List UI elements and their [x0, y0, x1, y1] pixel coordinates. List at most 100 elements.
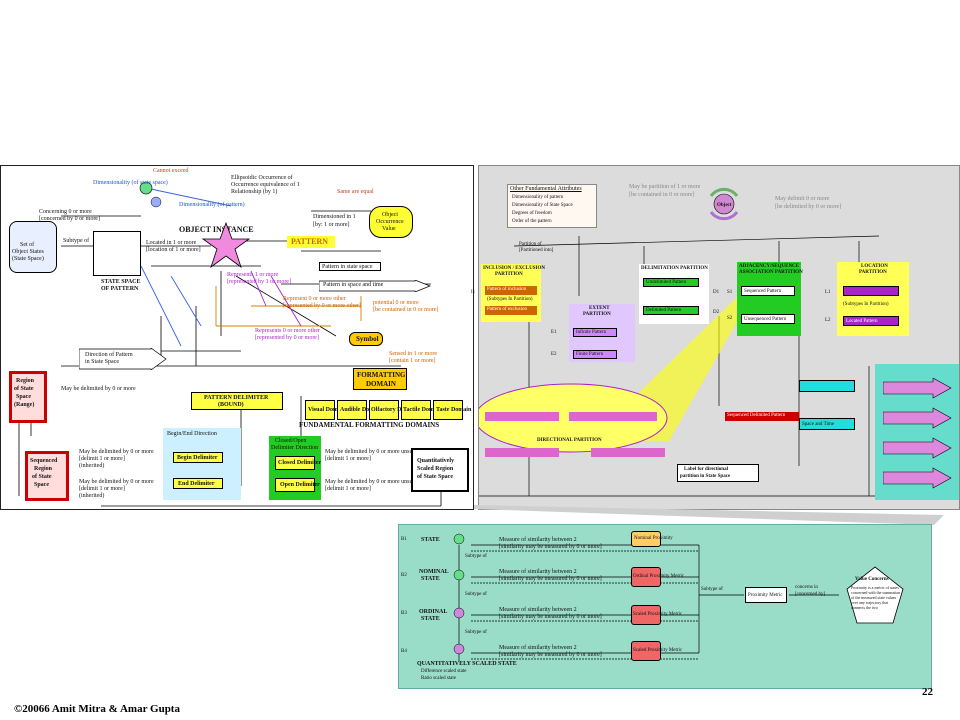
- ellipsoid-label-c: Relationship (by 1): [231, 189, 278, 195]
- formatting-domain-box: FORMATTING DOMAIN: [353, 368, 407, 390]
- scaled-proximity-box-1: Scaled Proximity Metric: [631, 605, 682, 625]
- extent-a-label: EXTENT: [589, 306, 610, 311]
- tag-b3: B3: [401, 611, 407, 616]
- concerning-label: Concerning 0 or more: [39, 209, 92, 215]
- fundamental-domains-label: FUNDAMENTAL FORMATTING DOMAINS: [299, 421, 440, 429]
- bottom-funnel: [474, 505, 944, 525]
- tag-s1: S1: [727, 290, 733, 295]
- ratio-scaled-label: Ratio scaled state: [421, 676, 456, 681]
- sequenced-delimited-box: Sequenced Delimited Pattern: [725, 412, 799, 421]
- measure-a-4: Measure of similarity between 2: [499, 645, 577, 651]
- tag-e1: E1: [551, 330, 557, 335]
- scaled-proximity-box-2: Scaled Proximity Metric: [631, 641, 682, 661]
- sequenced-b: Region: [34, 466, 52, 472]
- other-attr-item: Degrees of freedom: [512, 211, 552, 216]
- subtypes-in-partition-label-2: (Subtypes In Partition): [843, 302, 889, 307]
- represents-b-label: [represented by 1 or more]: [227, 279, 291, 285]
- tag-l1: L1: [825, 290, 831, 295]
- region-a: Region: [16, 378, 34, 384]
- delimited-by-label-1: May be delimited by 0 or more: [61, 386, 136, 392]
- adjacency-sequence-partition: ADJACENCY/SEQUENCE ASSOCIATION PARTITION…: [737, 262, 803, 336]
- measure-a-3: Measure of similarity between 2: [499, 607, 577, 613]
- object-circle-icon: [713, 193, 735, 215]
- unsubstitutable-label-1: May be delimited by 0 or more unsubstitu…: [325, 449, 438, 455]
- purple-bar-3: [485, 448, 559, 457]
- location-of-label: [location of 1 or more]: [146, 247, 201, 253]
- state-space-cube: [93, 231, 141, 276]
- open-delimiter-label: Open Delimiter: [280, 482, 320, 488]
- pattern-space-time-label: Pattern in space and time: [323, 282, 384, 288]
- quant-b: Scaled Region: [417, 466, 454, 472]
- dimensionality-circle: [139, 181, 153, 195]
- tag-l2: L2: [825, 318, 831, 323]
- tag-b4: B4: [401, 649, 407, 654]
- cyan-connector-box-1: [799, 380, 855, 392]
- pattern-banner: PATTERN: [287, 236, 335, 248]
- measure-b-4: [similarity may be measured by 0 or more…: [499, 652, 602, 658]
- sequenced-c: of State: [32, 474, 52, 480]
- potential-a-label: potential 0 or more: [373, 300, 419, 306]
- directional-arrows: [883, 378, 952, 489]
- begin-end-group: Begin/End Direction Begin Delimiter End …: [163, 428, 241, 500]
- pattern-delimiter-a: PATTERN DELIMITER: [204, 395, 269, 401]
- delimit-1-more-label-4: [delimit 1 or more]: [325, 486, 371, 492]
- adjacency-a-label: ADJACENCY/SEQUENCE: [739, 264, 800, 269]
- sequenced-a: Sequenced: [30, 458, 58, 464]
- end-delimiter-label: End Delimiter: [178, 481, 215, 487]
- label-for-directional-a: Label for directional: [684, 467, 728, 472]
- proximity-metric-label: Proximity Metric: [748, 593, 783, 598]
- located-pattern-label: Located Pattern: [846, 319, 878, 324]
- may-delimit-a: May delimit 0 or more: [775, 196, 830, 202]
- proximity-metric-box: Proximity Metric: [745, 587, 787, 603]
- seq-delimited-label: Sequenced Delimited Pattern: [727, 413, 786, 418]
- pattern-in-state-space-label: Pattern in state space: [322, 264, 373, 270]
- ordinal-state-b: STATE: [421, 616, 440, 622]
- location-partition: LOCATION PARTITION (Subtypes In Partitio…: [837, 262, 909, 336]
- symbol-box: Symbol: [349, 332, 383, 346]
- direction-arrow: [79, 348, 167, 370]
- same-equal-label: Same are equal: [337, 189, 374, 195]
- begin-delimiter-label: Begin Delimiter: [177, 455, 218, 461]
- may-be-partition-a: May be partition of 1 or more: [629, 184, 701, 190]
- inclusion-b-label: PARTITION: [495, 272, 523, 277]
- dimensionality-pattern-label: Dimensionality (of pattern): [179, 202, 245, 208]
- direction-a-label: Direction of Pattern: [85, 352, 133, 358]
- olfactory-domain-label: Olfactory Domain: [371, 407, 418, 413]
- may-delimit-b: [be delimited by 0 or more]: [775, 204, 842, 210]
- closed-delimiter-label: Closed Delimiter: [278, 460, 322, 466]
- pattern-of-exclusion-label: Pattern of exclusion: [487, 307, 527, 312]
- location-a-label: LOCATION: [861, 264, 888, 269]
- page-number: 22: [922, 686, 933, 698]
- closed-delimiter-box: Closed Delimiter: [275, 456, 321, 470]
- sequenced-pattern-box: Sequenced Pattern: [741, 286, 795, 296]
- sensed-a-label: Sensed in 1 or more: [389, 351, 437, 357]
- pattern-of-exclusion-box: Pattern of exclusion: [485, 306, 537, 315]
- inclusion-a-label: INCLUSION / EXCLUSION: [483, 266, 545, 271]
- object-instance-label: OBJECT INSTANCE: [179, 225, 254, 234]
- sequenced-d: Space: [34, 482, 49, 488]
- infinite-pattern-label: Infinite Pattern: [576, 330, 607, 335]
- visual-domain-box: Visual Domain: [305, 400, 346, 420]
- extent-partition: EXTENT PARTITION Infinite Pattern Finite…: [569, 304, 635, 362]
- set-of-object-states-box: Set of Object States (State Space): [9, 221, 57, 273]
- location-b-label: PARTITION: [859, 270, 887, 275]
- cannot-exceed-label: Cannot exceed: [153, 168, 189, 174]
- represent-other-a-label: Represent 0 or more other: [283, 296, 346, 302]
- partitioned-into-label-1: [Partitioned into]: [519, 248, 554, 253]
- dimensioned-label: Dimensioned in 1: [313, 214, 356, 220]
- represent-meta-b-label: [represented by 0 or more]: [255, 335, 319, 341]
- concerned-by-label: [concerned by]: [795, 592, 826, 597]
- end-delimiter-box: End Delimiter: [173, 478, 223, 489]
- other-attrs-box: Other Fundamental Attributes Dimensional…: [507, 184, 597, 228]
- by-1-or-more-label: [by: 1 or more]: [313, 222, 350, 228]
- represents-a-label: Represents 1 or more: [227, 272, 279, 278]
- measure-a-2: Measure of similarity between 2: [499, 569, 577, 575]
- region-c: Space: [16, 394, 31, 400]
- location-pattern-1: [843, 286, 899, 296]
- space-and-time-label: Space and Time: [802, 422, 834, 427]
- closed-open-a-label: Closed/Open: [275, 438, 307, 444]
- state-label: STATE: [421, 537, 440, 543]
- delimit-1-more-label-2: [delimit 1 or more]: [79, 486, 125, 492]
- directional-partition-label: DIRECTIONAL PARTITION: [537, 438, 602, 443]
- pattern-of-inclusion-label: Pattern of inclusion: [487, 287, 527, 292]
